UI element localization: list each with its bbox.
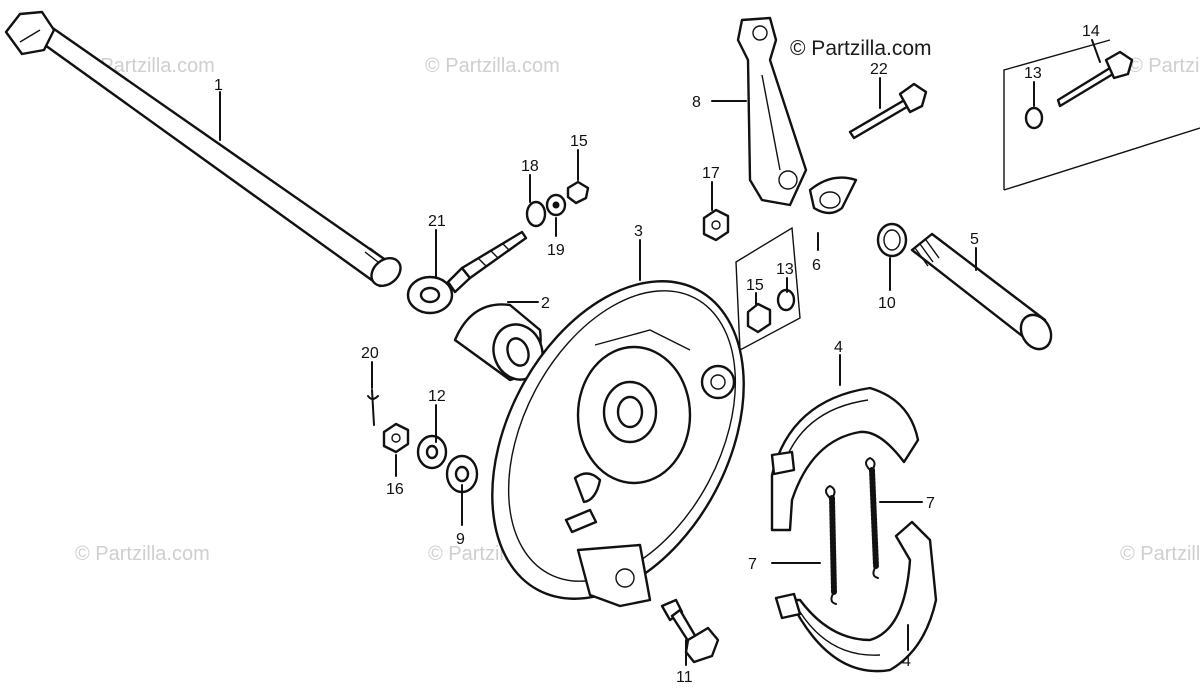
callout-8: 8 (692, 94, 701, 111)
watermark-text: © Partzilla.com (1128, 55, 1200, 77)
watermark-text: © Partzilla.com (425, 55, 560, 77)
brake-panel (491, 280, 745, 608)
callout-21: 21 (428, 213, 446, 230)
callout-3: 3 (634, 223, 643, 240)
callout-17: 17 (702, 165, 720, 182)
callout-5: 5 (970, 231, 979, 248)
cotter-pin (367, 389, 379, 426)
callout-9: 9 (456, 531, 465, 548)
callout-7-right: 7 (926, 495, 935, 512)
callout-16: 16 (386, 481, 404, 498)
washers-left (416, 434, 479, 494)
callout-13-bracket: 13 (776, 261, 794, 278)
callout-19: 19 (547, 242, 565, 259)
small-hardware-group (525, 180, 590, 228)
watermark-text: © Partzilla.com (1120, 543, 1200, 565)
axle-shaft (4, 10, 402, 288)
bolt-group-top-right (1003, 39, 1200, 191)
callout-22: 22 (870, 61, 888, 78)
callout-14: 14 (1082, 23, 1100, 40)
callout-1: 1 (214, 77, 223, 94)
callout-labels: 1 2 3 4 4 5 6 7 7 8 9 10 11 12 13 13 14 … (214, 23, 1100, 686)
wear-indicator-plate (808, 176, 858, 215)
brake-arm (736, 16, 808, 207)
callout-13-top: 13 (1024, 65, 1042, 82)
callout-20: 20 (361, 345, 379, 362)
callout-11: 11 (676, 669, 693, 686)
flange-nut (702, 208, 730, 242)
callout-10: 10 (878, 295, 896, 312)
brake-springs (825, 457, 879, 605)
castle-nut (382, 422, 410, 454)
callout-6: 6 (812, 257, 821, 274)
watermark-text: © Partzilla.com (75, 543, 210, 565)
brake-shoe-upper (770, 386, 920, 532)
callout-15-top: 15 (570, 133, 588, 150)
cam-seal-ring (876, 222, 908, 258)
anchor-bolt (660, 598, 720, 664)
callout-4: 4 (834, 339, 843, 356)
copyright-text: © Partzilla.com (790, 37, 932, 60)
callout-15-bracket: 15 (746, 277, 764, 294)
axle-spacer-collar (453, 303, 544, 382)
pinch-bolt (848, 82, 928, 140)
callout-12: 12 (428, 388, 446, 405)
callout-2: 2 (541, 295, 550, 312)
brake-rod-eye-bolt (406, 230, 528, 315)
callout-18: 18 (521, 158, 539, 175)
brake-shoe-lower (774, 520, 938, 673)
brake-cam (910, 232, 1053, 351)
callout-7-left: 7 (748, 556, 757, 573)
leader-lines (219, 39, 1101, 666)
callout-4-lower: 4 (902, 653, 911, 670)
